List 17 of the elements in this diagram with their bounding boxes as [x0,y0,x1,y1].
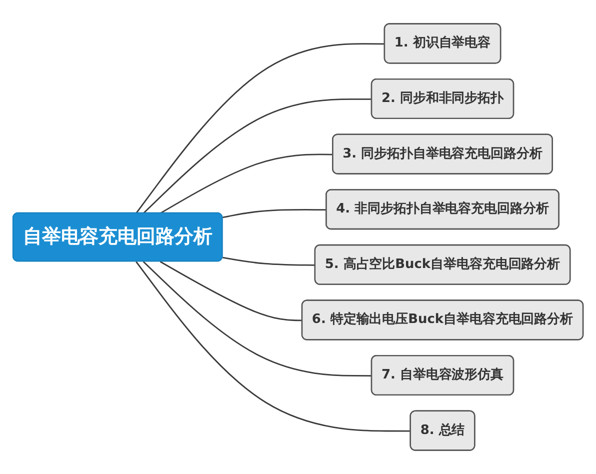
subtopic-box: 1. 初识自举电容 [384,23,502,64]
subtopic-box: 8. 总结 [410,410,476,451]
branch-line [142,98,372,214]
central-topic-box: 自举电容充电回路分析 [12,212,223,262]
subtopic-box: 4. 非同步拓扑自举电容充电回路分析 [326,189,560,230]
subtopic-box: 6. 特定输出电压Buck自举电容充电回路分析 [301,300,584,340]
branch-line [136,43,385,214]
subtopic-box: 2. 同步和非同步拓扑 [370,78,514,119]
branch-line [160,154,334,214]
branch-line [222,256,316,266]
branch-line [160,261,302,322]
subtopic-box: 5. 高占空比Buck自举电容充电回路分析 [314,244,571,285]
branch-line [142,261,372,376]
subtopic-box: 3. 同步拓扑自举电容充电回路分析 [332,134,553,174]
branch-line [222,209,327,218]
branch-line [136,261,411,432]
subtopic-box: 7. 自举电容波形仿真 [370,355,514,396]
